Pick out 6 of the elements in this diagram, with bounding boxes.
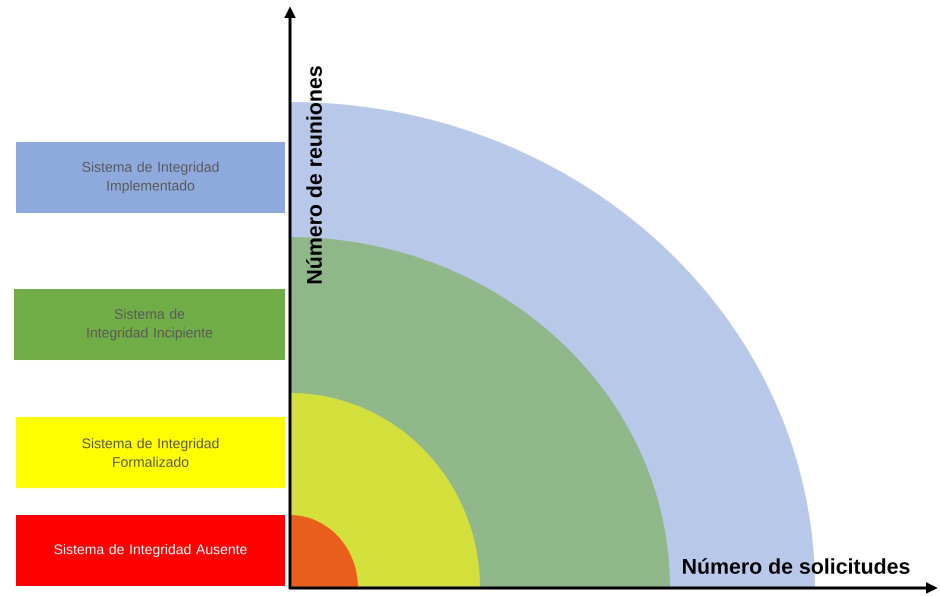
level-box: Sistema de Integridad Implementado [16,142,285,213]
level-box: Sistema de Integridad Formalizado [16,417,285,488]
axis-title: Número de solicitudes [683,558,910,574]
level-box: Sistema de Integridad Ausente [16,515,285,586]
axis-title: Número de reuniones [306,66,322,284]
level-box: Sistema de Integridad Incipiente [14,289,285,360]
